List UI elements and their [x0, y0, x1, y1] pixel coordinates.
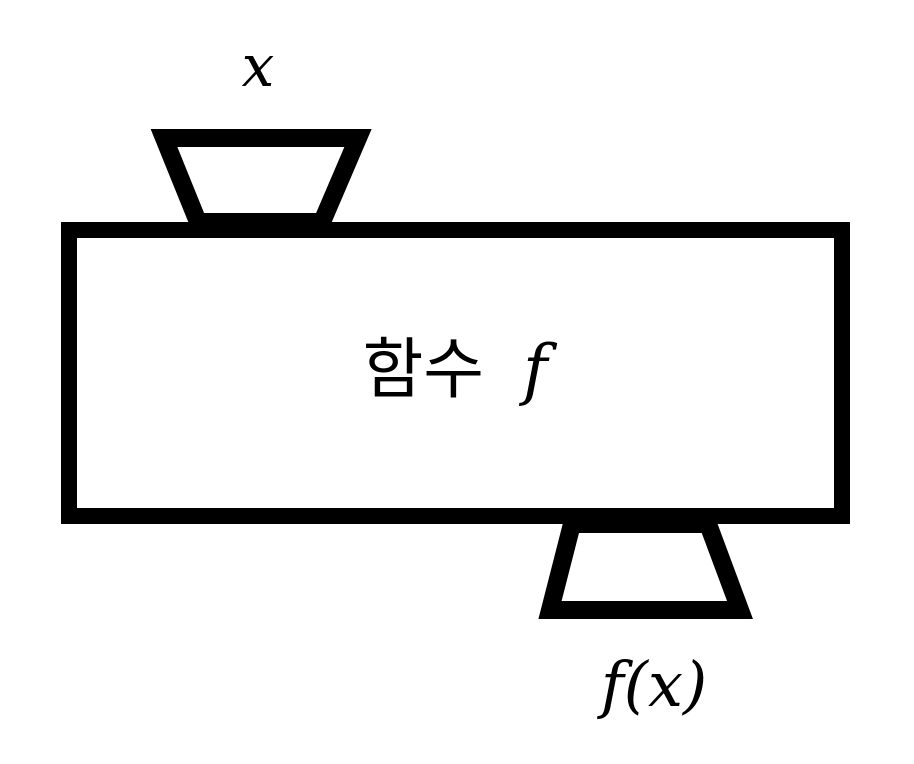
output-funnel	[538, 515, 753, 619]
function-box	[61, 222, 850, 524]
function-prefix: 함수	[363, 331, 484, 408]
output-label: f(x)	[597, 648, 707, 721]
input-funnel	[150, 129, 372, 231]
input-label: x	[242, 32, 275, 100]
function-label: 함수 f	[363, 331, 558, 408]
